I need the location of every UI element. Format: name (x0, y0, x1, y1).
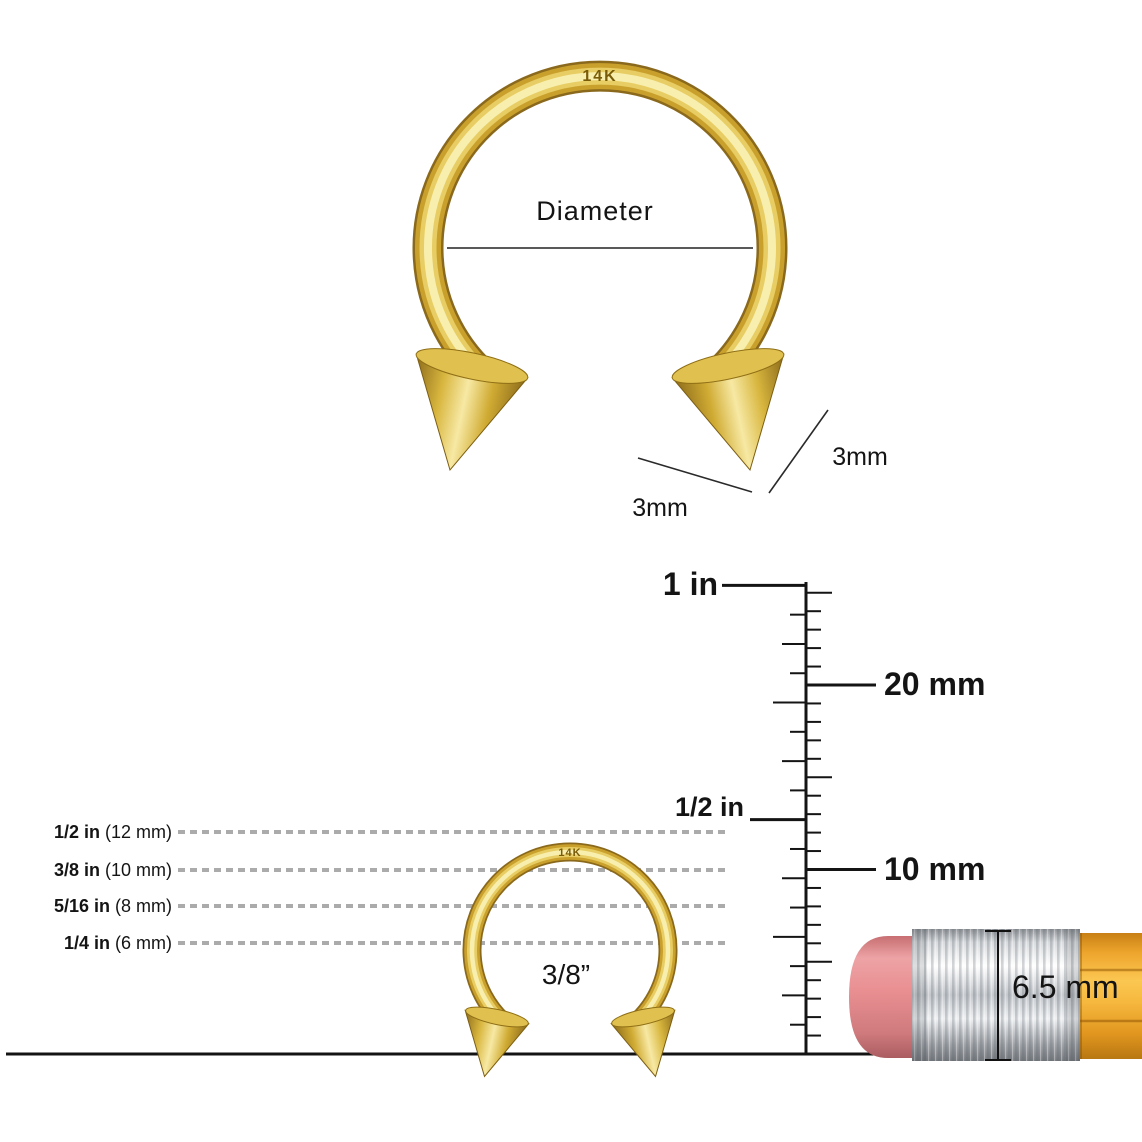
large-ring: 14K (412, 60, 788, 472)
size-dash-line-6mm (178, 941, 730, 945)
size-value: 5/16 in (53, 896, 110, 916)
small-ring-spike-right-base (611, 1006, 675, 1028)
size-dash-line-12mm (178, 830, 730, 834)
small-ring-stamp: 14K (558, 847, 581, 859)
size-value: 1/2 in (53, 822, 100, 842)
large-ring-spike-left-base (415, 348, 529, 384)
spike-leader-line-left (637, 457, 753, 493)
spike-leader-line-right (768, 409, 829, 494)
pencil-diameter-label: 6.5 mm (1012, 969, 1119, 1005)
size-metric: (10 mm) (105, 860, 172, 880)
large-ring-spike-right-base (671, 348, 785, 384)
ruler-label-1in: 1 in (662, 566, 718, 602)
size-row-6mm: 1/4 in(6 mm) (64, 932, 172, 954)
pencil-eraser (849, 936, 930, 1058)
large-ring-stamp: 14K (582, 68, 617, 85)
size-dash-line-8mm (178, 904, 730, 908)
pencil-body (1080, 933, 1142, 1059)
size-value: 1/4 in (63, 933, 110, 953)
spike-size-label-right: 3mm (832, 443, 888, 471)
pencil-illustration (849, 929, 1142, 1061)
size-row-10mm: 3/8 in(10 mm) (54, 859, 172, 881)
ruler-label-20mm: 20 mm (884, 666, 986, 702)
pencil-ferrule-band-left (912, 929, 926, 1061)
pencil-ferrule-band-right (1066, 929, 1080, 1061)
small-ring-tube-highlight (469, 849, 671, 1027)
size-row-8mm: 5/16 in(8 mm) (54, 895, 172, 917)
small-ring: 14K (462, 842, 678, 1078)
spike-size-label-left: 3mm (632, 494, 688, 522)
ruler-ticks (722, 583, 876, 1037)
pencil-ferrule-crimp-texture (912, 929, 1080, 1061)
size-value: 3/8 in (53, 860, 100, 880)
ruler-label-half-in: 1/2 in (674, 792, 744, 822)
small-ring-spike-left-base (465, 1006, 529, 1028)
diameter-label: Diameter (536, 196, 654, 226)
large-ring-tube-highlight (424, 72, 776, 383)
size-metric: (8 mm) (115, 896, 172, 916)
size-metric: (12 mm) (105, 822, 172, 842)
size-dash-line-10mm (178, 868, 730, 872)
size-row-12mm: 1/2 in(12 mm) (54, 821, 172, 843)
pencil-measurement (985, 930, 1011, 1061)
selected-size-label: 3/8” (541, 959, 591, 990)
ruler-label-10mm: 10 mm (884, 851, 986, 887)
size-metric: (6 mm) (115, 933, 172, 953)
